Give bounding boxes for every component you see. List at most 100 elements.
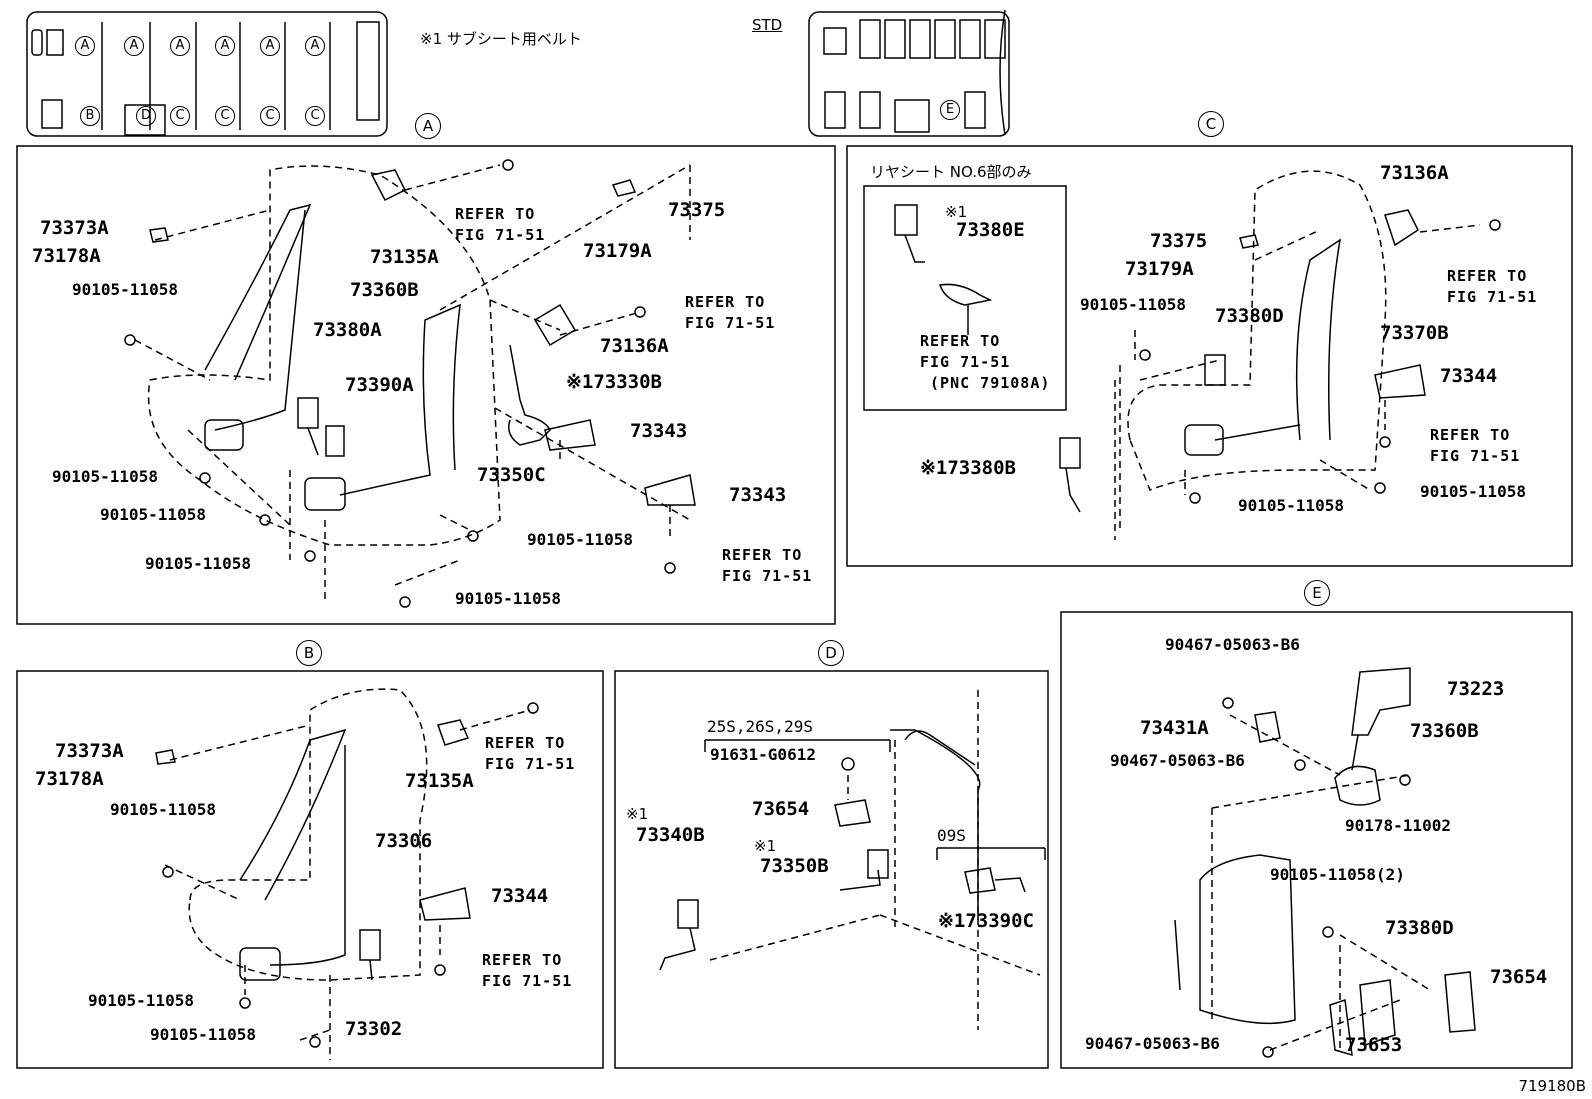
layout-letter: C	[260, 106, 280, 126]
part-label: 73135A	[370, 246, 439, 268]
part-label: 90105-11058	[455, 589, 561, 608]
std-label: STD	[752, 16, 783, 34]
part-label: 73390A	[345, 374, 414, 396]
refer-note: REFER TO FIG 71-51 (PNC 79108A)	[920, 332, 1051, 392]
panel-e-frame	[1060, 611, 1573, 1069]
layout-letter: A	[260, 36, 280, 56]
part-label: 73350B	[760, 855, 829, 877]
section-e-marker: E	[1304, 580, 1330, 606]
variant-label: 25S,26S,29S	[707, 717, 813, 736]
part-label: 73344	[1440, 365, 1498, 387]
part-label: 73654	[1490, 966, 1548, 988]
sub-seat-belt-note: ※1 サブシート用ベルト	[420, 30, 582, 48]
part-label: 73178A	[35, 768, 104, 790]
section-b-marker: B	[296, 640, 322, 666]
part-label: 73179A	[583, 240, 652, 262]
refer-note: REFER TO FIG 71-51	[685, 293, 776, 332]
part-label: 90178-11002	[1345, 816, 1451, 835]
variant-label: 09S	[937, 826, 966, 845]
panel-d-frame	[614, 670, 1049, 1069]
figure-id: 719180B	[1518, 1077, 1586, 1095]
panel-d-art	[659, 690, 1046, 1030]
seat-layout-right-blocks	[823, 9, 1006, 136]
part-label: 73360B	[1410, 720, 1479, 742]
seat-layout-std-left	[26, 11, 388, 137]
layout-letter: E	[940, 100, 960, 120]
part-label: 73375	[668, 199, 726, 221]
part-label: 73373A	[40, 217, 109, 239]
refer-note: REFER TO FIG 71-51	[722, 546, 813, 585]
part-label: 90467-05063-B6	[1085, 1034, 1220, 1053]
part-label: 90105-11058	[527, 530, 633, 549]
part-label: 73373A	[55, 740, 124, 762]
layout-letter: A	[215, 36, 235, 56]
panel-b-art	[155, 688, 539, 1060]
part-label: 73178A	[32, 245, 101, 267]
part-label: ※173390C	[938, 910, 1034, 932]
layout-letter: A	[75, 36, 95, 56]
part-label: 73344	[491, 885, 549, 907]
part-label: 90105-11058	[88, 991, 194, 1010]
part-label: 90467-05063-B6	[1110, 751, 1245, 770]
part-label: 73380D	[1385, 917, 1454, 939]
part-label: 73360B	[350, 279, 419, 301]
inset-title: リヤシート NO.6部のみ	[870, 163, 1032, 181]
part-label: 73343	[630, 420, 688, 442]
refer-note: REFER TO FIG 71-51	[482, 951, 573, 990]
part-label: 90105-11058	[72, 280, 178, 299]
layout-letter: D	[136, 106, 156, 126]
layout-letter: C	[215, 106, 235, 126]
part-label: 73136A	[600, 335, 669, 357]
panel-c-inset-frame	[863, 185, 1067, 411]
refer-note: REFER TO FIG 71-51	[485, 734, 576, 773]
part-label: 91631-G0612	[710, 745, 816, 764]
refer-note: REFER TO FIG 71-51	[1447, 267, 1538, 306]
part-label: 73375	[1150, 230, 1208, 252]
refer-note: REFER TO FIG 71-51	[455, 205, 546, 244]
part-label: 90467-05063-B6	[1165, 635, 1300, 654]
seat-layout-std-right	[808, 11, 1010, 137]
section-c-marker: C	[1198, 111, 1224, 137]
part-label: 90105-11058	[1238, 496, 1344, 515]
panel-a-art	[124, 159, 696, 608]
panel-b-frame	[16, 670, 604, 1069]
part-label: 90105-11058	[100, 505, 206, 524]
part-label: 73380A	[313, 319, 382, 341]
layout-letter: A	[305, 36, 325, 56]
part-label: 73179A	[1125, 258, 1194, 280]
panel-e-art	[1174, 667, 1476, 1058]
part-label: 90105-11058	[1420, 482, 1526, 501]
part-label: 73350C	[477, 464, 546, 486]
part-label: 73223	[1447, 678, 1505, 700]
part-label: 73653	[1345, 1034, 1403, 1056]
layout-letter: A	[124, 36, 144, 56]
layout-letter: C	[305, 106, 325, 126]
part-label: 73343	[729, 484, 787, 506]
inset-mark: ※1	[945, 203, 968, 221]
part-label: 73431A	[1140, 717, 1209, 739]
part-label: 73380D	[1215, 305, 1284, 327]
part-label: 73654	[752, 798, 810, 820]
part-label: 90105-11058	[145, 554, 251, 573]
part-label: 90105-11058	[1080, 295, 1186, 314]
part-label: 73136A	[1380, 162, 1449, 184]
part-label: 90105-11058(2)	[1270, 865, 1405, 884]
part-label: 90105-11058	[150, 1025, 256, 1044]
part-label: 73380E	[956, 219, 1025, 241]
part-label: ※173380B	[920, 457, 1016, 479]
layout-letter: C	[170, 106, 190, 126]
part-label: 73370B	[1380, 322, 1449, 344]
layout-letter: A	[170, 36, 190, 56]
part-label: 90105-11058	[52, 467, 158, 486]
layout-letter: B	[80, 106, 100, 126]
panel-c-art	[894, 170, 1501, 540]
panel-c-frame	[846, 145, 1573, 567]
sub-seat-mark: ※1	[626, 805, 649, 823]
part-label: ※173330B	[566, 371, 662, 393]
part-label: 73135A	[405, 770, 474, 792]
panel-a-frame	[16, 145, 836, 625]
sub-seat-mark: ※1	[754, 837, 777, 855]
section-d-marker: D	[818, 640, 844, 666]
